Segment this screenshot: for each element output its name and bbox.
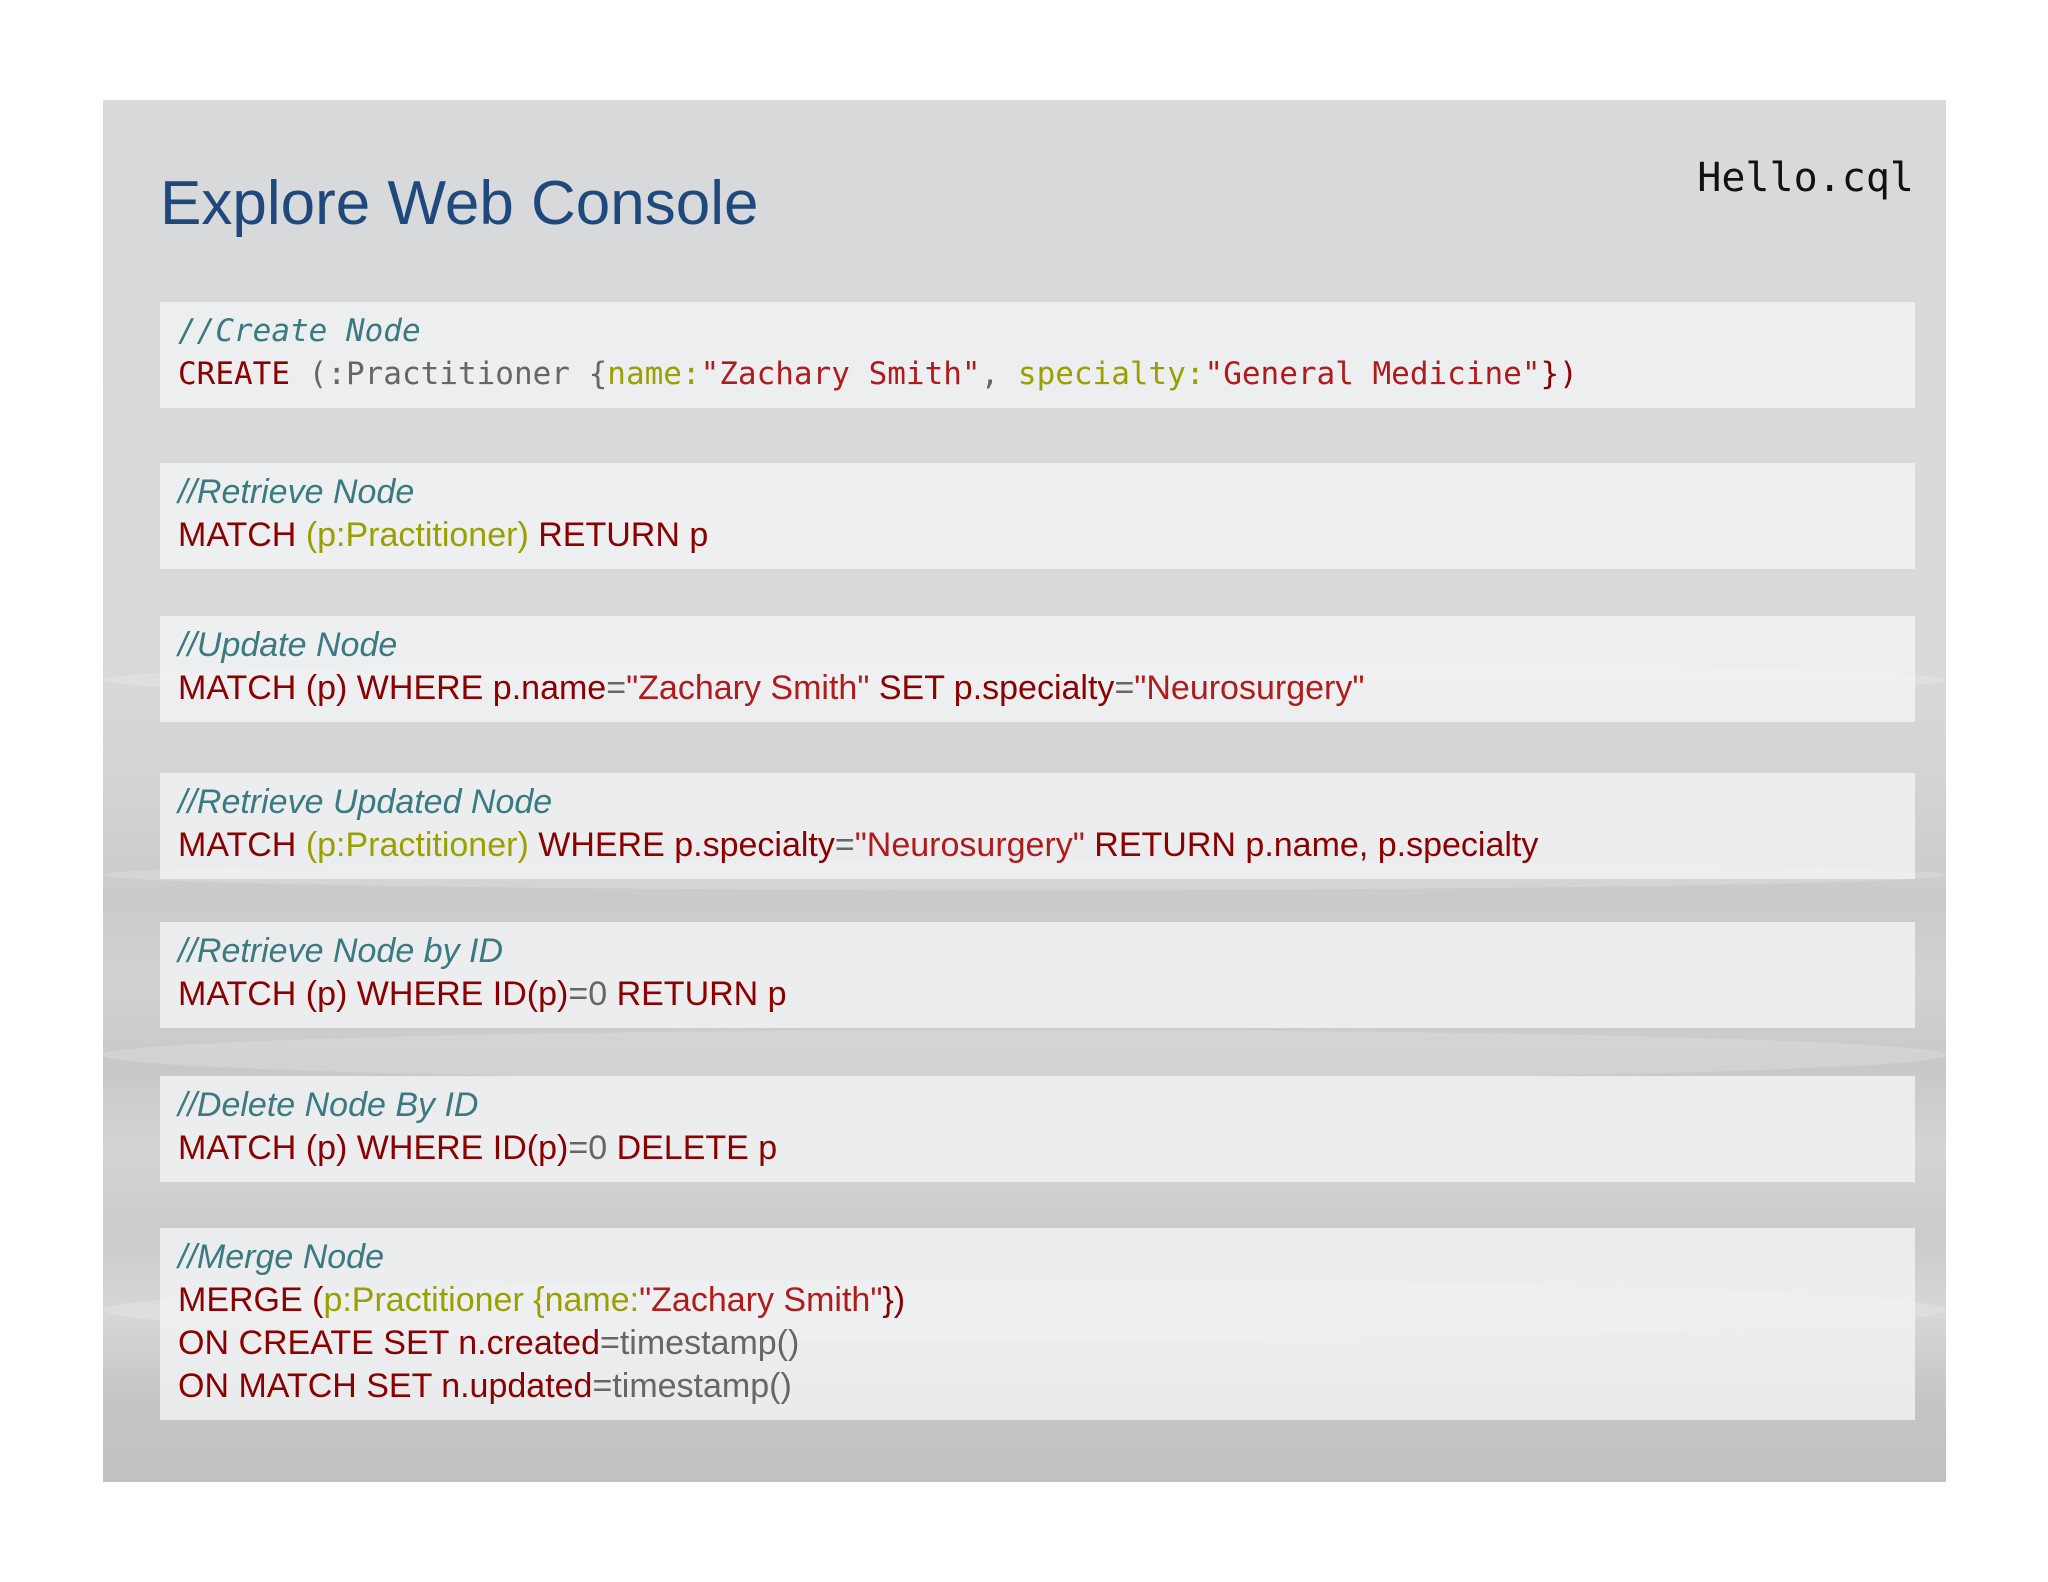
code-token: WHERE p.specialty <box>528 826 835 864</box>
code-token: (p:Practitioner) <box>305 516 529 554</box>
code-token: =timestamp() <box>600 1324 800 1362</box>
code-comment: //Retrieve Node <box>178 473 415 511</box>
code-token: MATCH (p) WHERE ID(p) <box>178 1129 569 1167</box>
code-token: RETURN p.name, p.specialty <box>1084 826 1539 864</box>
wave-decoration <box>103 1030 1946 1080</box>
code-token: MERGE ( <box>178 1281 324 1319</box>
code-comment: //Merge Node <box>178 1238 384 1276</box>
code-comment: //Retrieve Node by ID <box>178 932 504 970</box>
code-token: = <box>606 669 627 707</box>
code-token: "Zachary Smith" <box>626 669 870 707</box>
code-token: =0 <box>568 1129 608 1167</box>
code-line: ON CREATE SET n.created=timestamp() <box>178 1322 1897 1365</box>
code-comment: //Delete Node By ID <box>178 1086 479 1124</box>
file-name: Hello.cql <box>1697 155 1914 201</box>
slide: Explore Web Console Hello.cql //Create N… <box>103 100 1946 1482</box>
code-token: = <box>1114 669 1135 707</box>
slide-title: Explore Web Console <box>160 169 759 238</box>
code-comment: //Update Node <box>178 626 398 664</box>
code-line: MATCH (p) WHERE ID(p)=0 RETURN p <box>178 973 1897 1016</box>
code-token: , <box>980 356 1018 392</box>
code-token: (:Practitioner { <box>308 356 608 392</box>
code-line: MATCH (p) WHERE ID(p)=0 DELETE p <box>178 1127 1897 1170</box>
code-line: ON MATCH SET n.updated=timestamp() <box>178 1365 1897 1408</box>
code-line: MATCH (p:Practitioner) WHERE p.specialty… <box>178 824 1897 867</box>
code-line: MERGE (p:Practitioner {name:"Zachary Smi… <box>178 1279 1897 1322</box>
code-token: "General Medicine" <box>1204 356 1541 392</box>
code-token: RETURN p <box>607 975 787 1013</box>
code-token: ON MATCH SET n.updated <box>178 1367 593 1405</box>
code-token: name: <box>607 356 701 392</box>
code-token: "Neurosurgery" <box>854 826 1085 864</box>
code-token: MATCH <box>178 516 306 554</box>
code-token: }) <box>882 1281 906 1319</box>
code-token: MATCH (p) WHERE p.name <box>178 669 607 707</box>
code-token: CREATE <box>178 356 309 392</box>
code-token: "Zachary Smith" <box>639 1281 883 1319</box>
code-token: = <box>834 826 855 864</box>
code-token: ON CREATE SET n.created <box>178 1324 600 1362</box>
code-token: specialty: <box>1017 356 1205 392</box>
code-line: CREATE (:Practitioner {name:"Zachary Smi… <box>178 353 1897 396</box>
code-comment: //Create Node <box>178 313 421 349</box>
code-token: DELETE p <box>607 1129 778 1167</box>
code-token: =0 <box>568 975 608 1013</box>
code-token: }) <box>1540 356 1578 392</box>
code-line: MATCH (p:Practitioner) RETURN p <box>178 514 1897 557</box>
code-token: "Zachary Smith" <box>700 356 981 392</box>
code-token: "Neurosurgery" <box>1134 669 1365 707</box>
code-token: (p:Practitioner) <box>305 826 529 864</box>
code-token: =timestamp() <box>592 1367 792 1405</box>
code-token: MATCH (p) WHERE ID(p) <box>178 975 569 1013</box>
code-token: RETURN p <box>528 516 709 554</box>
code-line: MATCH (p) WHERE p.name="Zachary Smith" S… <box>178 667 1897 710</box>
code-comment: //Retrieve Updated Node <box>178 783 553 821</box>
code-token: MATCH <box>178 826 306 864</box>
code-token: p:Practitioner {name: <box>323 1281 640 1319</box>
code-token: SET p.specialty <box>869 669 1115 707</box>
